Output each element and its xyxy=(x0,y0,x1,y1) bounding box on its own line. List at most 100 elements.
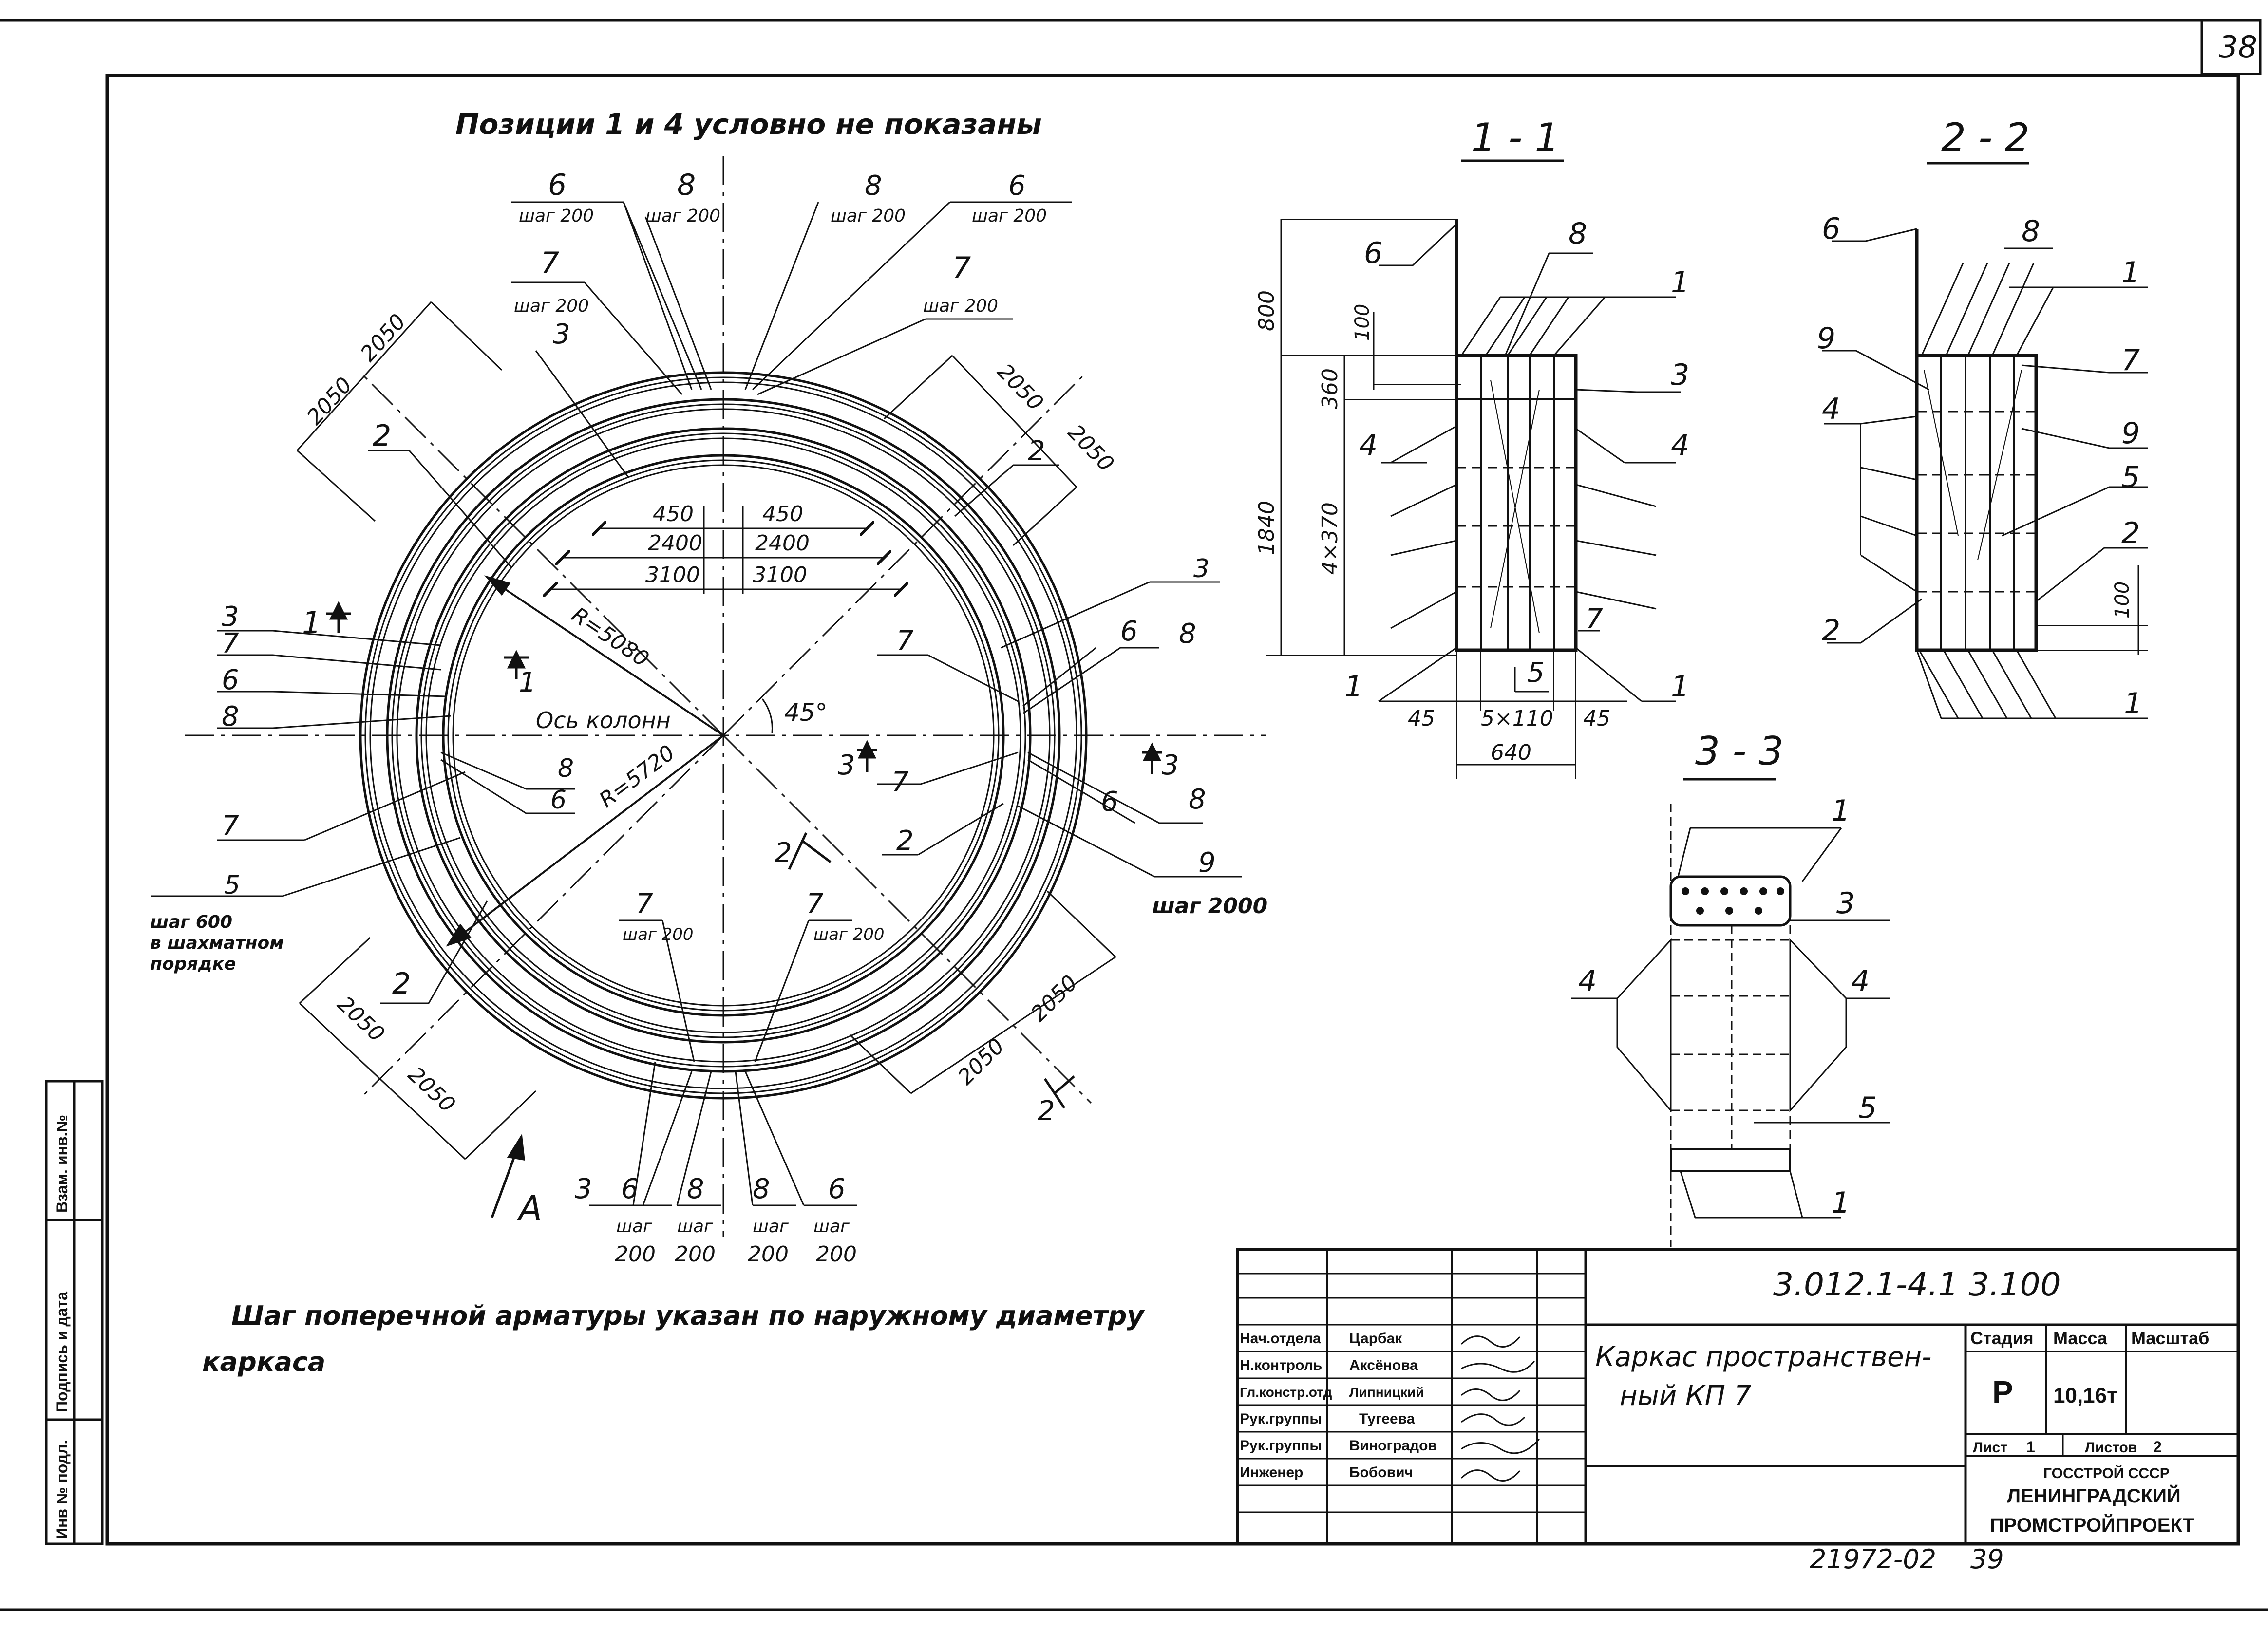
pos-8-b2: 8 xyxy=(753,1173,770,1205)
step-6-tl: шаг 200 xyxy=(519,206,594,226)
chord-tr-2: 2050 xyxy=(1063,420,1118,476)
step-7-tl: шаг 200 xyxy=(514,296,589,316)
step-7-bl: шаг 200 xyxy=(623,925,694,944)
note-bottom-1: Шаг поперечной арматуры указан по наружн… xyxy=(231,1300,1145,1331)
s22-pos-1-top: 1 xyxy=(2121,256,2140,290)
step-7-tr: шаг 200 xyxy=(923,296,998,316)
ring-plan: R=5080 R=5720 Ось колонн 45° 450 450 240… xyxy=(150,156,1267,1267)
s22-dim-100: 100 xyxy=(2111,582,2134,619)
side-stamp-sign: Подпись и дата xyxy=(53,1292,71,1412)
s22-pos-7: 7 xyxy=(2121,343,2140,377)
pos-8-right2: 8 xyxy=(1189,784,1206,815)
pos-7-left: 7 xyxy=(222,628,239,659)
s22-pos-4: 4 xyxy=(1822,392,1840,426)
s33-pos-1-top: 1 xyxy=(1832,794,1850,828)
s11-dim-100: 100 xyxy=(1351,304,1374,341)
shag-b4-val: 200 xyxy=(816,1242,857,1267)
pos-3-right: 3 xyxy=(1193,554,1210,583)
stage-value: Р xyxy=(1992,1374,2013,1409)
s33-pos-5: 5 xyxy=(1858,1091,1877,1125)
role-4: Рук.группы xyxy=(1240,1438,1322,1454)
section-marks xyxy=(326,601,1162,1218)
pos-6-tl: 6 xyxy=(548,168,567,202)
pos-7-tl: 7 xyxy=(541,246,559,280)
axis-label: Ось колонн xyxy=(536,707,671,733)
name-3: Тугеева xyxy=(1359,1411,1415,1427)
shag-b3-val: 200 xyxy=(748,1242,789,1267)
item-name-1: Каркас пространствен- xyxy=(1595,1341,1931,1373)
s33-pos-1-bottom: 1 xyxy=(1832,1186,1850,1220)
s22-pos-2-right: 2 xyxy=(2121,516,2140,550)
s11-dim-360: 360 xyxy=(1318,368,1342,409)
pos-2-tr: 2 xyxy=(1028,435,1045,467)
s11-dim-800: 800 xyxy=(1254,290,1279,331)
pos5-note-3: порядке xyxy=(150,954,236,974)
pos5-note-1: шаг 600 xyxy=(150,912,232,932)
pos-2-bl: 2 xyxy=(392,967,411,1001)
pos-8-tl: 8 xyxy=(677,168,696,202)
chord-br-2: 2050 xyxy=(1026,971,1082,1027)
chord-tl-2: 2050 xyxy=(356,309,411,366)
s11-dim-45a: 45 xyxy=(1408,706,1435,731)
section-1-1-labels: 6 8 1 3 4 4 7 1 5 1 800 100 360 1840 4×3… xyxy=(1254,217,1689,765)
note-top: Позиции 1 и 4 условно не показаны xyxy=(455,108,1042,141)
dim-2400-right: 2400 xyxy=(755,531,810,556)
view-a-label: А xyxy=(517,1188,542,1228)
sheet-number: 38 xyxy=(2219,29,2257,65)
pos-3-left: 3 xyxy=(222,601,239,633)
pos-6-b1: 6 xyxy=(621,1173,639,1205)
pos-6-right2: 6 xyxy=(1101,786,1118,818)
side-stamp-inv: Инв № подл. xyxy=(53,1440,71,1539)
sheet-border xyxy=(0,19,2268,1611)
s11-dim-4x370: 4×370 xyxy=(1318,502,1342,575)
name-2: Липницкий xyxy=(1349,1385,1424,1400)
s11-pos-5: 5 xyxy=(1527,657,1545,689)
s33-pos-4-right: 4 xyxy=(1851,964,1870,998)
note-bottom-2: каркаса xyxy=(202,1347,325,1377)
step-6-tr: шаг 200 xyxy=(972,206,1047,226)
name-4: Виноградов xyxy=(1349,1438,1437,1454)
s11-pos-1-top: 1 xyxy=(1671,265,1689,300)
shag-b2-val: 200 xyxy=(675,1242,716,1267)
shag-b1-val: 200 xyxy=(615,1242,656,1267)
pos-7-left2: 7 xyxy=(222,810,239,842)
col-stage: Стадия xyxy=(1970,1328,2034,1348)
dim-450-left: 450 xyxy=(653,502,694,526)
s33-pos-3: 3 xyxy=(1836,886,1855,920)
section-3-right: 3 xyxy=(1162,750,1179,781)
role-0: Нач.отдела xyxy=(1240,1331,1321,1347)
pos5-note-2: в шахматном xyxy=(150,933,284,953)
step-9: шаг 2000 xyxy=(1152,894,1267,919)
section-3-3-labels: 1 3 4 4 5 1 xyxy=(1578,794,1877,1220)
s11-pos-3: 3 xyxy=(1671,358,1689,392)
dim-2400-left: 2400 xyxy=(648,531,702,556)
pos-8-tr: 8 xyxy=(865,170,882,202)
footer-code: 21972-02 xyxy=(1810,1544,1936,1575)
role-5: Инженер xyxy=(1240,1464,1303,1481)
shag-b2: шаг xyxy=(677,1217,714,1237)
mass-value: 10,16т xyxy=(2053,1384,2117,1407)
title-block xyxy=(1236,1248,2240,1545)
s11-pos-4-right: 4 xyxy=(1671,429,1689,463)
org-1: ГОССТРОЙ СССР xyxy=(2043,1465,2170,1482)
s22-pos-2-left: 2 xyxy=(1822,614,1840,648)
shag-b4: шаг xyxy=(813,1217,850,1237)
pos-7-tr: 7 xyxy=(952,251,971,285)
name-1: Аксёнова xyxy=(1349,1357,1418,1373)
s22-pos-6: 6 xyxy=(1822,212,1840,246)
dim-3100-right: 3100 xyxy=(753,563,807,587)
s11-dim-5x110: 5×110 xyxy=(1481,706,1553,731)
s11-dim-640: 640 xyxy=(1491,740,1531,765)
side-stamp xyxy=(45,1080,104,1545)
s22-pos-5: 5 xyxy=(2121,460,2140,494)
people-list: Нач.отдела Царбак Н.контроль Аксёнова Гл… xyxy=(1240,1331,1437,1481)
ring-position-labels: 6 шаг 200 8 шаг 200 8 шаг 200 6 шаг 200 … xyxy=(150,168,1267,1267)
section-1-1: 1 - 1 xyxy=(1266,115,1681,779)
top-dims xyxy=(550,506,901,594)
chord-tl-1: 2050 xyxy=(302,373,357,430)
sheets-label: Листов xyxy=(2085,1440,2137,1456)
section-3-3: 3 - 3 xyxy=(1571,729,1890,1247)
s11-pos-1-br: 1 xyxy=(1671,670,1689,704)
pos-7-bl: 7 xyxy=(636,888,653,920)
section-1-center: 1 xyxy=(519,667,536,698)
